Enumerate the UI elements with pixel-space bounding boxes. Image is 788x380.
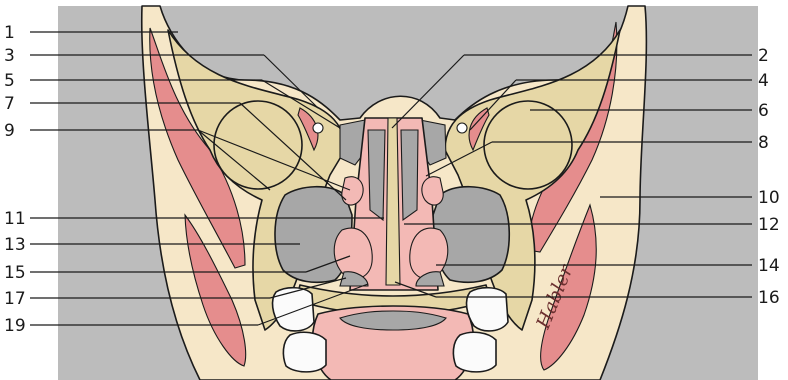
label-17: 17 <box>4 289 26 309</box>
label-7: 7 <box>4 94 15 114</box>
optic-nerve-right <box>457 123 467 133</box>
label-12: 12 <box>758 215 780 235</box>
nasal-air-right <box>401 130 418 220</box>
orbit-right <box>484 101 572 189</box>
upper-molar-left <box>273 288 314 331</box>
label-1: 1 <box>4 23 15 43</box>
maxillary-sinus-right <box>433 187 509 283</box>
label-15: 15 <box>4 263 26 283</box>
label-2: 2 <box>758 46 769 66</box>
label-5: 5 <box>4 71 15 91</box>
nasal-air-left <box>368 130 385 220</box>
label-19: 19 <box>4 316 26 336</box>
middle-concha-left <box>342 177 363 205</box>
orbit-left <box>214 101 302 189</box>
label-8: 8 <box>758 133 769 153</box>
label-4: 4 <box>758 71 769 91</box>
label-3: 3 <box>4 46 15 66</box>
label-13: 13 <box>4 235 26 255</box>
label-10: 10 <box>758 188 780 208</box>
optic-nerve-left <box>313 123 323 133</box>
upper-molar-right <box>467 288 508 331</box>
label-11: 11 <box>4 209 26 229</box>
lower-molar-right <box>453 332 496 372</box>
label-14: 14 <box>758 256 780 276</box>
middle-concha-right <box>422 177 443 205</box>
nasal-septum <box>386 118 400 285</box>
lower-molar-left <box>283 332 326 372</box>
label-6: 6 <box>758 101 769 121</box>
label-16: 16 <box>758 288 780 308</box>
label-9: 9 <box>4 121 15 141</box>
